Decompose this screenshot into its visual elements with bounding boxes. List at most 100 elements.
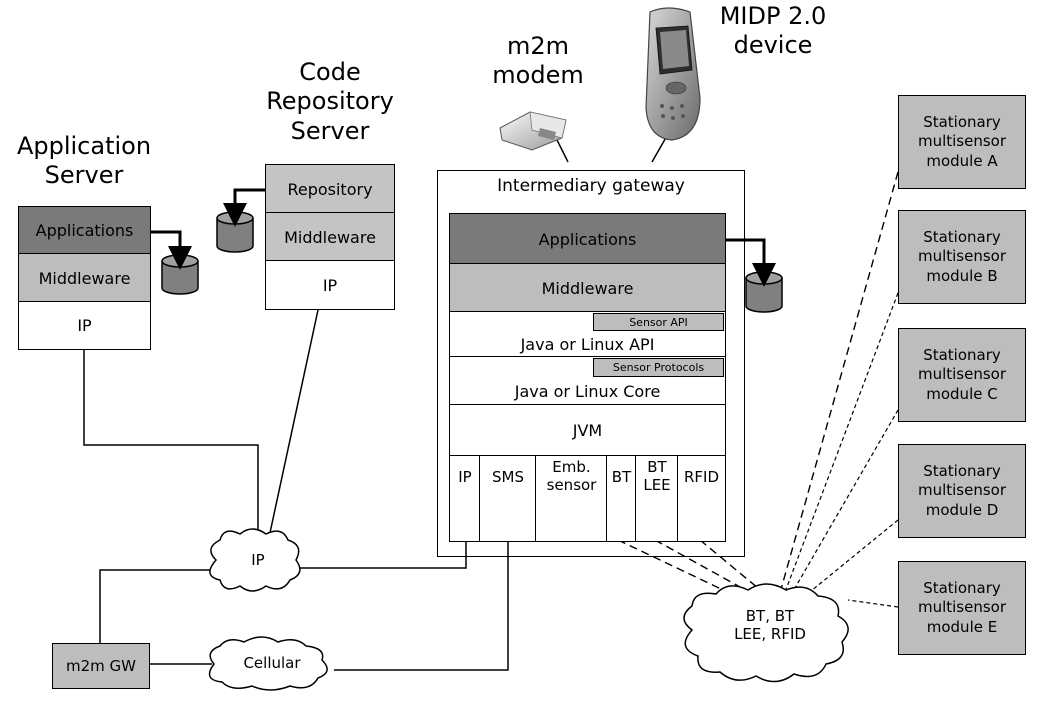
link-code-repo-to-ip-cloud (267, 309, 319, 543)
module-b-line2: multisensor (917, 247, 1007, 266)
code-repo-ip-label: IP (322, 275, 338, 295)
code-repo-title-line3: Server (290, 116, 370, 145)
gateway-jvm-label: JVM (572, 421, 603, 440)
radio-link-bt (617, 539, 741, 599)
module-d-line1: Stationary (923, 461, 1001, 480)
module-d-line2: multisensor (917, 481, 1007, 500)
code-repo-title: Code Repository Server (248, 58, 412, 146)
radio-links-fine (781, 292, 899, 608)
code-repo-middleware-layer: Middleware (265, 212, 395, 262)
emb-line1: Emb. (552, 458, 591, 476)
gateway-title: Intermediary gateway (497, 176, 685, 196)
bt-cloud-line2: LEE, RFID (734, 624, 806, 643)
app-server-title: Application Server (0, 132, 168, 191)
app-server-title-line2: Server (44, 161, 124, 190)
gateway-middleware-label: Middleware (541, 278, 634, 298)
arrow-repo-to-db (223, 188, 265, 227)
midp-label-line1: MIDP 2.0 (719, 2, 827, 30)
radio-link-module-d (799, 519, 899, 601)
link-ip-cloud-to-gateway-ip (298, 540, 467, 569)
gateway-middleware-layer: Middleware (449, 263, 726, 313)
code-repo-title-line1: Code (299, 58, 361, 86)
arrow-app-to-db (150, 230, 192, 270)
module-b-line1: Stationary (923, 227, 1001, 246)
link-m2m-gw-to-ip-cloud (99, 569, 212, 643)
radio-link-rfid (699, 539, 771, 599)
app-server-ip-label: IP (77, 316, 92, 335)
intermediary-gateway (437, 170, 745, 557)
sensor-module-a-label: Stationary multisensor module A (918, 113, 1006, 172)
db-arrows (150, 188, 776, 287)
midp-device-label: MIDP 2.0 device (708, 2, 838, 61)
code-repo-repository-layer: Repository (265, 164, 395, 214)
sensor-module-e: Stationary multisensor module E (898, 561, 1026, 655)
gateway-rfid-slot: RFID (677, 455, 726, 542)
ip-cloud (209, 528, 301, 592)
code-repo-middleware-label: Middleware (284, 227, 376, 247)
arrow-gw-to-db (726, 238, 776, 287)
m2m-modem-label-line2: modem (492, 61, 584, 90)
app-server-middleware-label: Middleware (38, 268, 131, 288)
sensor-module-a: Stationary multisensor module A (898, 95, 1026, 189)
gateway-jvm-layer: JVM (449, 404, 726, 457)
database-icon-code-repo (216, 211, 254, 253)
sensor-module-b-label: Stationary multisensor module B (918, 228, 1006, 287)
module-a-line3: module A (926, 151, 998, 170)
gateway-bt-slot-label: BT (611, 468, 632, 486)
app-server-middleware-layer: Middleware (18, 253, 151, 303)
gateway-java-api-label: Java or Linux API (520, 335, 655, 354)
app-server-title-line1: Application (16, 132, 152, 160)
sensor-module-c: Stationary multisensor module C (898, 328, 1026, 422)
radio-link-module-c (787, 409, 899, 601)
gateway-applications-label: Applications (538, 229, 637, 249)
app-server-applications-layer: Applications (18, 206, 151, 255)
radio-link-module-a (777, 171, 899, 601)
link-app-server-to-ip-cloud (83, 350, 259, 542)
sensor-module-d: Stationary multisensor module D (898, 444, 1026, 538)
gateway-btlee-slot: BT LEE (635, 455, 679, 542)
radio-link-btlee (654, 539, 761, 599)
sensor-module-d-label: Stationary multisensor module D (918, 462, 1006, 521)
radio-link-module-b (781, 292, 899, 601)
ip-cloud-label: IP (251, 551, 265, 569)
radio-links (617, 171, 899, 601)
gateway-sms-slot-label: SMS (492, 468, 524, 486)
gateway-sensor-protocols-label: Sensor Protocols (612, 361, 705, 374)
gateway-emb-sensor-slot: Emb. sensor (535, 455, 608, 542)
network-links (83, 133, 669, 671)
btlee-line1: BT (647, 458, 667, 476)
code-repo-repository-label: Repository (287, 179, 373, 199)
bt-cloud-line1: BT, BT (745, 607, 795, 625)
module-e-line3: module E (926, 617, 998, 636)
cloud-shapes (208, 528, 849, 691)
btlee-line2: LEE (643, 476, 671, 494)
bt-cloud-label: BT, BT LEE, RFID (700, 607, 840, 643)
gateway-ip-slot-label: IP (458, 468, 472, 486)
gateway-java-core-label: Java or Linux Core (514, 382, 661, 401)
code-repo-ip-layer: IP (265, 260, 395, 310)
module-d-line3: module D (925, 500, 999, 519)
gateway-sensor-protocols-box: Sensor Protocols (593, 358, 724, 377)
module-b-line3: module B (926, 266, 998, 285)
gateway-sensor-api-label: Sensor API (629, 315, 688, 329)
sensor-module-b: Stationary multisensor module B (898, 210, 1026, 304)
midp-label-line2: device (733, 31, 813, 60)
app-server-applications-label: Applications (35, 221, 134, 240)
emb-line2: sensor (546, 476, 597, 494)
gateway-applications-layer: Applications (449, 213, 726, 265)
cellular-cloud-label: Cellular (243, 654, 301, 672)
link-cellular-to-gateway-sms (334, 540, 509, 671)
module-c-line1: Stationary (923, 345, 1001, 364)
module-a-line2: multisensor (917, 132, 1007, 151)
cellular-cloud (208, 636, 328, 691)
database-icon-gateway (745, 271, 783, 313)
m2m-gw-box: m2m GW (52, 643, 150, 689)
m2m-modem-label: m2m modem (478, 32, 598, 91)
gateway-bt-slot: BT (606, 455, 637, 542)
gateway-sensor-api-box: Sensor API (593, 313, 724, 331)
module-c-line3: module C (926, 384, 998, 403)
module-e-line1: Stationary (923, 578, 1001, 597)
module-e-line2: multisensor (917, 598, 1007, 617)
phone-icon (645, 7, 701, 141)
